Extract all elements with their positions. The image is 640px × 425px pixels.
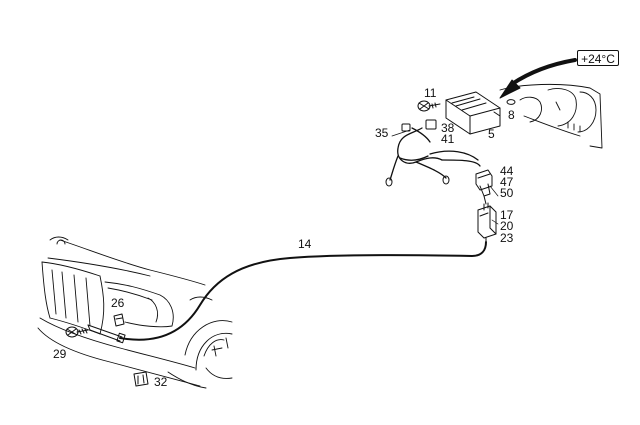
- screw-11: [417, 100, 441, 112]
- clip-26: [113, 313, 125, 327]
- callout-14: 14: [298, 237, 312, 251]
- outside-temp-sensor: [87, 324, 126, 344]
- callout-29: 29: [53, 347, 67, 361]
- connector-44-47-50: [475, 169, 493, 205]
- leader-lines: [391, 129, 499, 225]
- harness-terminals: [385, 119, 450, 187]
- callout-47: 47: [500, 175, 514, 189]
- callout-20: 20: [500, 219, 514, 233]
- instrument-cluster: [499, 83, 603, 149]
- control-module-5: [445, 91, 501, 135]
- callout-41: 41: [441, 132, 455, 146]
- callout-11: 11: [424, 86, 437, 100]
- cable-14: [119, 241, 487, 341]
- connector-17-20-23: [477, 202, 497, 245]
- callout-38: 38: [441, 121, 455, 135]
- callout-8: 8: [508, 108, 515, 122]
- harness-35: [389, 127, 481, 181]
- callout-23: 23: [500, 231, 514, 245]
- airflow-arrow: [499, 58, 577, 99]
- screw-29: [65, 326, 89, 338]
- callout-44: 44: [500, 164, 514, 178]
- clip-32: [133, 371, 149, 387]
- callout-17: 17: [500, 208, 514, 222]
- callout-26: 26: [111, 296, 125, 310]
- part-8: [506, 99, 516, 105]
- callout-32: 32: [154, 375, 168, 389]
- callout-50: 50: [500, 186, 514, 200]
- callout-35: 35: [375, 126, 389, 140]
- temperature-badge: +24°C: [577, 50, 619, 66]
- callout-5: 5: [488, 127, 495, 141]
- vehicle-front: [37, 236, 233, 389]
